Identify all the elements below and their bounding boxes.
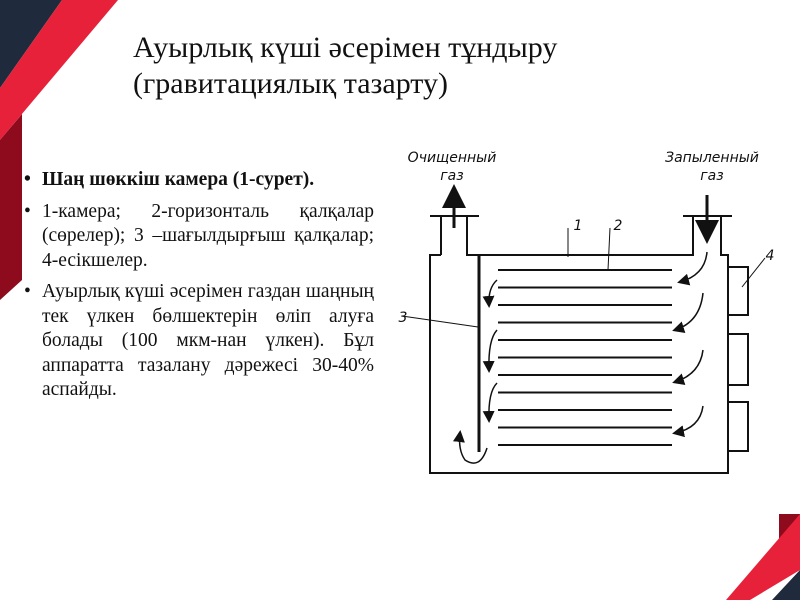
inlet-label: газ (700, 168, 723, 184)
slide-title: Ауырлық күші әсерімен тұндыру (гравитаци… (133, 30, 557, 102)
inlet-label: Запыленный (665, 150, 759, 166)
flow-arrow (672, 292, 704, 333)
bullet-item: Ауырлық күші әсерімен газдан шаңның тек … (24, 280, 374, 403)
horizontal-shelves (498, 269, 672, 446)
flow-arrow (452, 430, 488, 464)
outlet-label: газ (440, 168, 463, 184)
settling-chamber-diagram: Очищенный газ Запыленный газ 1 2 3 4 (399, 150, 775, 474)
bullet-item: Шаң шөккіш камера (1-сурет). (24, 168, 374, 193)
flow-arrow (482, 329, 498, 373)
navy-corner-bottom (772, 570, 800, 600)
door-3 (727, 401, 749, 452)
dark-red-bar-left (0, 114, 22, 300)
callout-2: 2 (614, 218, 623, 234)
chamber-body (429, 216, 729, 474)
callout-1: 1 (574, 218, 583, 234)
red-stripe-top (0, 0, 118, 140)
flow-arrow (672, 349, 704, 385)
title-line-2: (гравитациялық тазарту) (133, 67, 448, 100)
bullet-list: Шаң шөккіш камера (1-сурет). 1-камера; 2… (24, 168, 374, 410)
flow-arrow (482, 279, 498, 308)
door-2 (727, 333, 749, 386)
callout-4: 4 (766, 248, 775, 264)
title-line-1: Ауырлық күші әсерімен тұндыру (133, 31, 558, 64)
flow-arrow (482, 382, 498, 423)
flow-arrow (677, 251, 708, 286)
flow-arrow (672, 405, 704, 438)
outlet-label: Очищенный (408, 150, 497, 166)
bullet-item: 1-камера; 2-горизонталь қалқалар (сөреле… (24, 200, 374, 274)
callout-3: 3 (399, 310, 408, 326)
door-1 (727, 266, 749, 316)
red-stripe-bottom (726, 514, 800, 600)
